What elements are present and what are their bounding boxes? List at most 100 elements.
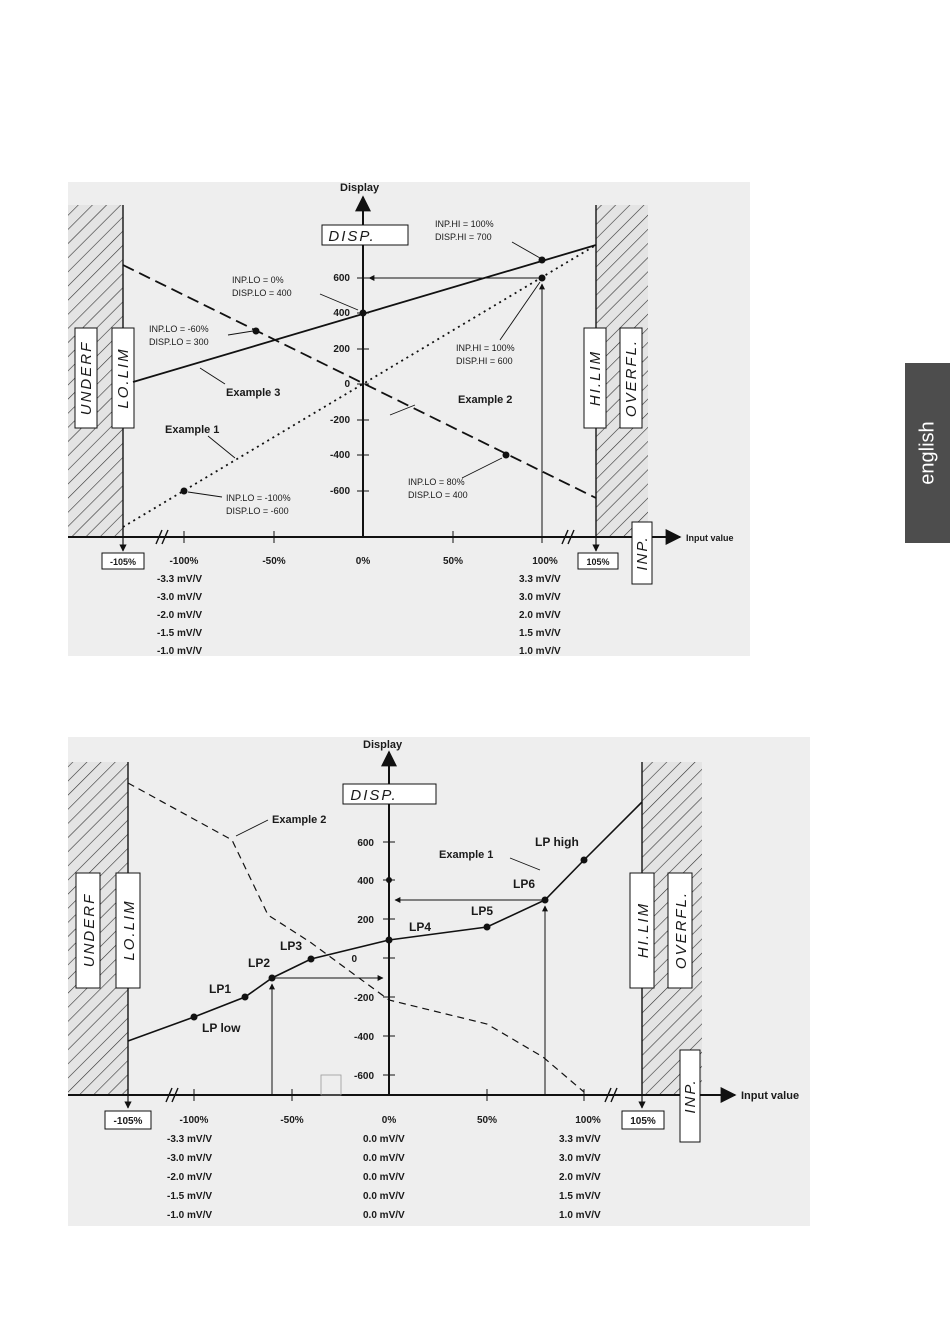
ann-disp-hi-700: DISP.HI = 700 bbox=[435, 232, 492, 242]
ann-disp-lo-m600: DISP.LO = -600 bbox=[226, 506, 289, 516]
lp6-label: LP6 bbox=[513, 877, 535, 891]
ann-disp-lo-400b: DISP.LO = 400 bbox=[408, 490, 468, 500]
point-inp-lo-0-400 bbox=[359, 309, 367, 317]
y-tick-600: 600 bbox=[333, 273, 350, 284]
point-inp-lo-m60-300 bbox=[252, 327, 260, 335]
x2-tick-m50: -50% bbox=[280, 1115, 303, 1126]
example-2-label-2: Example 2 bbox=[272, 814, 326, 826]
mv2-mid-3: 0.0 mV/V bbox=[363, 1191, 405, 1202]
ann-disp-lo-400: DISP.LO = 400 bbox=[232, 288, 292, 298]
overflow-label: OVERFL. bbox=[623, 339, 640, 417]
mv2-mid-1: 0.0 mV/V bbox=[363, 1153, 405, 1164]
input-label: INP. bbox=[634, 535, 651, 570]
lp-high-label: LP high bbox=[535, 835, 579, 849]
example-1-line bbox=[122, 244, 597, 528]
mv2-right-0: 3.3 mV/V bbox=[559, 1134, 601, 1145]
example-2-line bbox=[122, 264, 597, 499]
mv2-mid-0: 0.0 mV/V bbox=[363, 1134, 405, 1145]
mv2-mid-2: 0.0 mV/V bbox=[363, 1172, 405, 1183]
lp5-label: LP5 bbox=[471, 904, 493, 918]
x-tick-100: 100% bbox=[532, 556, 558, 567]
point-inp-lo-m100 bbox=[180, 487, 188, 495]
lp3-point bbox=[307, 955, 315, 963]
example-1-label: Example 1 bbox=[165, 424, 219, 436]
x-axis-label-2: Input value bbox=[741, 1090, 799, 1102]
ann-inp-lo-m60: INP.LO = -60% bbox=[149, 324, 209, 334]
input-label-2: INP. bbox=[682, 1078, 699, 1113]
mv-right-1: 3.0 mV/V bbox=[519, 592, 561, 603]
y-tick-200: 200 bbox=[333, 344, 350, 355]
y-tick-m600: -600 bbox=[330, 486, 350, 497]
display-label-2: DISP. bbox=[350, 787, 397, 804]
lp1-label: LP1 bbox=[209, 982, 231, 996]
y-axis-label-2: Display bbox=[363, 739, 403, 751]
ann-inp-lo-0: INP.LO = 0% bbox=[232, 275, 284, 285]
mv2-left-column: -3.3 mV/V -3.0 mV/V -2.0 mV/V -1.5 mV/V … bbox=[167, 1134, 212, 1221]
mv-left-3: -1.5 mV/V bbox=[157, 628, 202, 639]
y2-tick-200: 200 bbox=[357, 915, 374, 926]
low-limit-label: LO.LIM bbox=[115, 347, 132, 408]
mv2-mid-column: 0.0 mV/V 0.0 mV/V 0.0 mV/V 0.0 mV/V 0.0 … bbox=[363, 1134, 405, 1221]
y2-tick-m600: -600 bbox=[354, 1071, 374, 1082]
lp2-label: LP2 bbox=[248, 956, 270, 970]
y-tick-400: 400 bbox=[333, 308, 350, 319]
ann-disp-hi-600: DISP.HI = 600 bbox=[456, 356, 513, 366]
y2-tick-0: 0 bbox=[351, 954, 357, 965]
left-boundary-label: -105% bbox=[110, 557, 136, 567]
lp-low-label: LP low bbox=[202, 1021, 241, 1035]
x2-tick-m100: -100% bbox=[180, 1115, 209, 1126]
y2-tick-m400: -400 bbox=[354, 1032, 374, 1043]
y2-tick-600: 600 bbox=[357, 838, 374, 849]
ann-inp-lo-80: INP.LO = 80% bbox=[408, 477, 465, 487]
y-ticks-2: 600 400 200 0 -200 -400 -600 bbox=[351, 838, 395, 1082]
diagram-1: Display Input value 600 400 200 0 -200 -… bbox=[68, 182, 750, 657]
underflow-label: UNDERF bbox=[78, 341, 95, 416]
lp3-label: LP3 bbox=[280, 939, 302, 953]
mv2-right-1: 3.0 mV/V bbox=[559, 1153, 601, 1164]
mv-right-3: 1.5 mV/V bbox=[519, 628, 561, 639]
x-axis-label: Input value bbox=[686, 533, 734, 543]
mv-left-2: -2.0 mV/V bbox=[157, 610, 202, 621]
y-tick-0: 0 bbox=[344, 379, 350, 390]
mv2-left-4: -1.0 mV/V bbox=[167, 1210, 212, 1221]
underflow-label-2: UNDERF bbox=[81, 893, 98, 968]
mv2-right-2: 2.0 mV/V bbox=[559, 1172, 601, 1183]
ann-disp-lo-300: DISP.LO = 300 bbox=[149, 337, 209, 347]
mv2-right-4: 1.0 mV/V bbox=[559, 1210, 601, 1221]
language-tab[interactable]: english bbox=[905, 363, 950, 543]
mv2-left-1: -3.0 mV/V bbox=[167, 1153, 212, 1164]
x-tick-50: 50% bbox=[443, 556, 463, 567]
right-boundary-label: 105% bbox=[586, 557, 609, 567]
mv-right-2: 2.0 mV/V bbox=[519, 610, 561, 621]
mv-left-4: -1.0 mV/V bbox=[157, 646, 202, 657]
display-label: DISP. bbox=[328, 228, 375, 245]
point-inp-hi-700 bbox=[538, 256, 546, 264]
mv-left-0: -3.3 mV/V bbox=[157, 574, 202, 585]
mv2-right-3: 1.5 mV/V bbox=[559, 1191, 601, 1202]
mv2-left-0: -3.3 mV/V bbox=[167, 1134, 212, 1145]
x2-tick-0: 0% bbox=[382, 1115, 397, 1126]
mv2-left-2: -2.0 mV/V bbox=[167, 1172, 212, 1183]
x-tick-m50: -50% bbox=[262, 556, 285, 567]
ann-inp-hi-100b: INP.HI = 100% bbox=[456, 343, 515, 353]
ann-inp-hi-100: INP.HI = 100% bbox=[435, 219, 494, 229]
lp-high-point bbox=[580, 856, 588, 864]
left-boundary-label-2: -105% bbox=[114, 1116, 143, 1127]
lp5-point bbox=[483, 923, 491, 931]
high-limit-label: HI.LIM bbox=[587, 350, 604, 406]
mv-right-4: 1.0 mV/V bbox=[519, 646, 561, 657]
y2-tick-m200: -200 bbox=[354, 993, 374, 1004]
lp1-point bbox=[241, 993, 249, 1001]
point-inp-lo-80 bbox=[502, 451, 510, 459]
mv-right-column: 3.3 mV/V 3.0 mV/V 2.0 mV/V 1.5 mV/V 1.0 … bbox=[519, 574, 561, 657]
high-limit-label-2: HI.LIM bbox=[635, 902, 652, 958]
x2-tick-100: 100% bbox=[575, 1115, 601, 1126]
mv-left-column: -3.3 mV/V -3.0 mV/V -2.0 mV/V -1.5 mV/V … bbox=[157, 574, 202, 657]
x-tick-m100: -100% bbox=[170, 556, 199, 567]
mv2-right-column: 3.3 mV/V 3.0 mV/V 2.0 mV/V 1.5 mV/V 1.0 … bbox=[559, 1134, 601, 1221]
mv2-mid-4: 0.0 mV/V bbox=[363, 1210, 405, 1221]
low-limit-label-2: LO.LIM bbox=[121, 899, 138, 960]
axis-break-marks-2 bbox=[165, 1087, 618, 1103]
y-axis-label: Display bbox=[340, 182, 380, 194]
example-3-label: Example 3 bbox=[226, 387, 280, 399]
